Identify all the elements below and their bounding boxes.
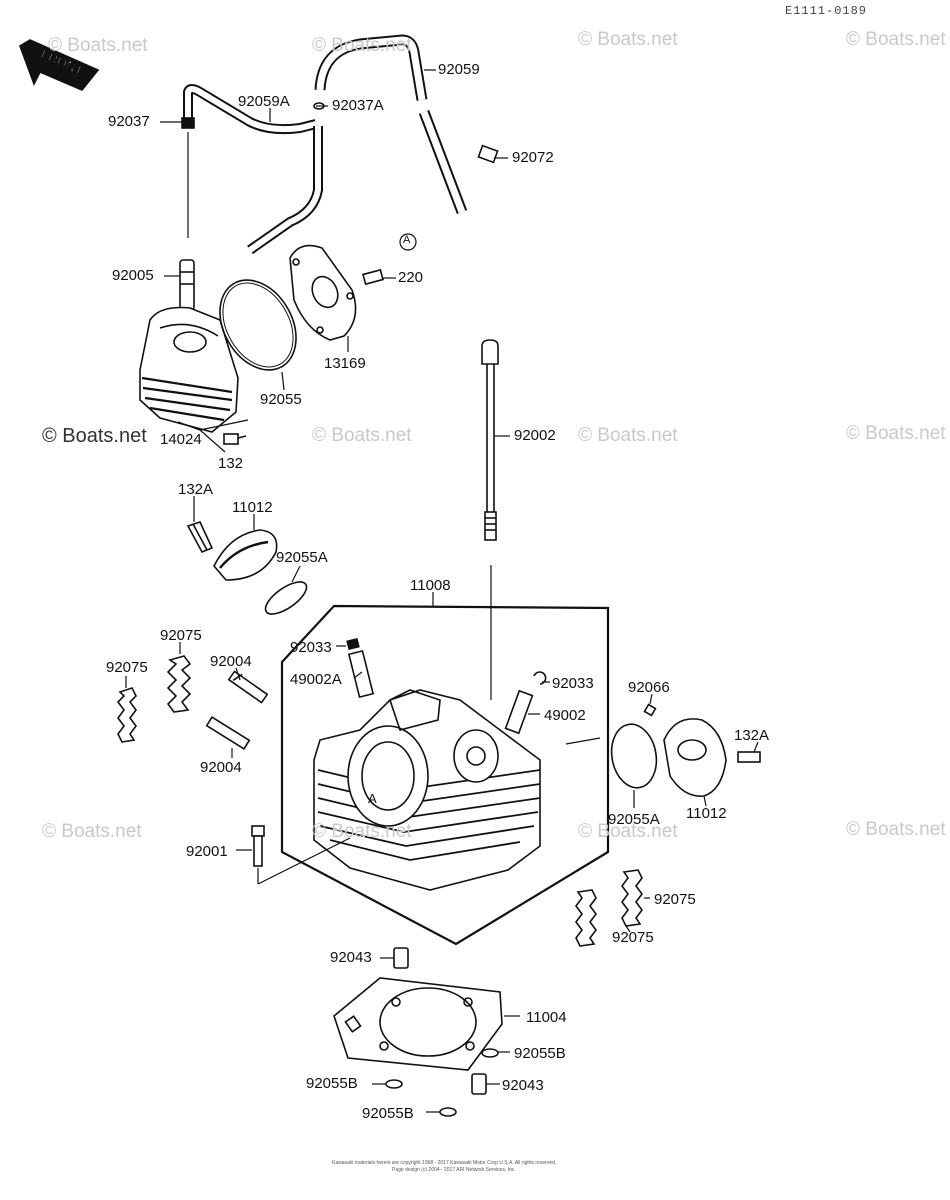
cover-11012-left <box>213 529 278 581</box>
dowel-92075-left-b <box>166 655 192 713</box>
part-label-132a: 132A <box>178 481 214 498</box>
watermark: © Boats.net <box>312 821 412 842</box>
o-ring-92055 <box>219 279 297 371</box>
dowel-92043-lower <box>471 1073 487 1095</box>
watermark: © Boats.net <box>846 819 946 840</box>
part-label-92055: 92055 <box>260 391 302 408</box>
part-label-92033: 92033 <box>290 639 332 656</box>
hose-92059 <box>314 34 499 214</box>
watermark: © Boats.net <box>578 425 678 446</box>
part-label-92055a: 92055A <box>276 549 328 566</box>
bolt-220 <box>362 268 384 286</box>
dowel-92075-right-b <box>575 889 597 947</box>
part-label-92055b: 92055B <box>306 1075 358 1092</box>
part-label-13169: 13169 <box>324 355 366 372</box>
part-label-92075: 92075 <box>106 659 148 676</box>
part-label-92002: 92002 <box>514 427 556 444</box>
part-label-92043: 92043 <box>502 1077 544 1094</box>
dowel-92075-left-a <box>116 687 137 743</box>
part-label-92059a: 92059A <box>238 93 290 110</box>
part-label-92059: 92059 <box>438 61 480 78</box>
watermark: © Boats.net <box>42 821 142 842</box>
part-label-92072: 92072 <box>512 149 554 166</box>
plug-92066 <box>643 703 657 717</box>
part-label-92075: 92075 <box>160 627 202 644</box>
watermark: © Boats.net <box>42 425 147 447</box>
cylinder-head-frame <box>280 604 610 946</box>
part-label-11012: 11012 <box>686 805 727 822</box>
part-label-92037: 92037 <box>108 113 150 130</box>
stud-92004-upper <box>227 670 269 704</box>
fitting-92005 <box>179 259 195 311</box>
cap-13169 <box>289 244 357 341</box>
reference-a-label: A <box>368 791 377 806</box>
watermark: © Boats.net <box>846 423 946 444</box>
part-label-132: 132 <box>218 455 244 472</box>
o-ring-92055a-right <box>610 723 658 789</box>
part-label-11012: 11012 <box>232 499 273 516</box>
part-label-132a: 132A <box>734 727 770 744</box>
part-label-92037a: 92037A <box>332 97 384 114</box>
hose-92059a <box>181 84 325 255</box>
part-label-92066: 92066 <box>628 679 670 696</box>
part-label-92004: 92004 <box>210 653 252 670</box>
part-label-92055a: 92055A <box>608 811 660 828</box>
part-label-14024: 14024 <box>160 431 202 448</box>
part-label-92075: 92075 <box>654 891 696 908</box>
cylinder-head-11008 <box>313 689 541 891</box>
watermark: © Boats.net <box>312 425 412 446</box>
o-ring-92055b-c <box>439 1107 457 1117</box>
bolt-132a-left <box>186 521 214 554</box>
watermark: © Boats.net <box>48 35 148 56</box>
part-label-11004: 11004 <box>526 1009 567 1026</box>
valve-guide-49002a <box>346 637 375 699</box>
part-label-49002: 49002 <box>544 707 586 724</box>
reference-a-label: A <box>403 234 411 246</box>
leader-lines <box>125 69 759 1113</box>
copyright-line: Page design (c) 2004 - 2017 ARI Network … <box>392 1167 516 1173</box>
part-label-11008: 11008 <box>410 577 451 594</box>
part-label-92004: 92004 <box>200 759 242 776</box>
bolt-132 <box>223 433 247 445</box>
copyright-line: Kawasaki materials herein are copyright … <box>332 1160 557 1166</box>
part-label-92005: 92005 <box>112 267 154 284</box>
cover-11012-right <box>663 718 727 797</box>
stud-92004-lower <box>205 715 251 751</box>
bolt-132a-right <box>737 751 761 763</box>
dowel-92075-right-a <box>621 869 643 927</box>
part-label-92033: 92033 <box>552 675 594 692</box>
watermark: © Boats.net <box>578 29 678 50</box>
valve-guide-49002 <box>504 671 547 735</box>
stud-92002 <box>481 339 499 700</box>
part-label-49002a: 49002A <box>290 671 342 688</box>
o-ring-92055b-b <box>385 1079 403 1089</box>
part-label-220: 220 <box>398 269 424 286</box>
part-label-92075: 92075 <box>612 929 654 946</box>
dowel-92043-upper <box>393 947 409 969</box>
bolt-92001 <box>251 825 351 885</box>
o-ring-92055b-a <box>481 1048 499 1058</box>
watermark: © Boats.net <box>846 29 946 50</box>
part-label-92055b: 92055B <box>362 1105 414 1122</box>
part-label-92001: 92001 <box>186 843 228 860</box>
head-gasket-11004 <box>333 977 503 1071</box>
head-cover-14024 <box>139 306 239 433</box>
part-label-92055b: 92055B <box>514 1045 566 1062</box>
o-ring-92055a-left <box>264 581 308 615</box>
part-label-92043: 92043 <box>330 949 372 966</box>
diagram-code: E1111-0189 <box>785 4 868 18</box>
reference-a-circle <box>399 233 417 251</box>
watermark: © Boats.net <box>578 821 678 842</box>
watermark: © Boats.net <box>312 35 412 56</box>
